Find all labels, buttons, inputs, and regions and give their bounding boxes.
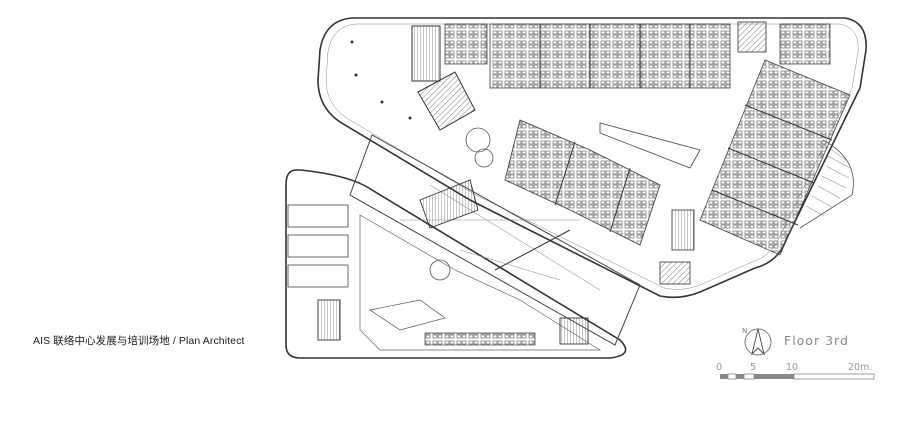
scale-label-ten: 10 <box>786 362 798 373</box>
classroom-desks-right <box>699 21 851 256</box>
upper-core <box>350 25 494 168</box>
lower-wing <box>285 169 627 359</box>
scale-label-twenty: 20m. <box>848 362 872 373</box>
scale-bar: 0 5 10 20m. <box>716 362 875 380</box>
north-arrow-icon: N <box>742 327 772 356</box>
atrium-bridge <box>349 134 641 346</box>
scale-label-five: 5 <box>750 362 756 373</box>
figure-caption: AIS 联络中心发展与培训场地 / Plan Architect <box>33 335 245 347</box>
curved-facade <box>799 139 854 229</box>
svg-text:N: N <box>742 327 747 335</box>
floor-label: Floor 3rd <box>784 333 849 348</box>
classroom-desks-top <box>444 23 831 89</box>
scale-label-zero: 0 <box>716 362 722 373</box>
upper-wing <box>317 17 867 299</box>
classroom-desks-center <box>504 119 701 285</box>
